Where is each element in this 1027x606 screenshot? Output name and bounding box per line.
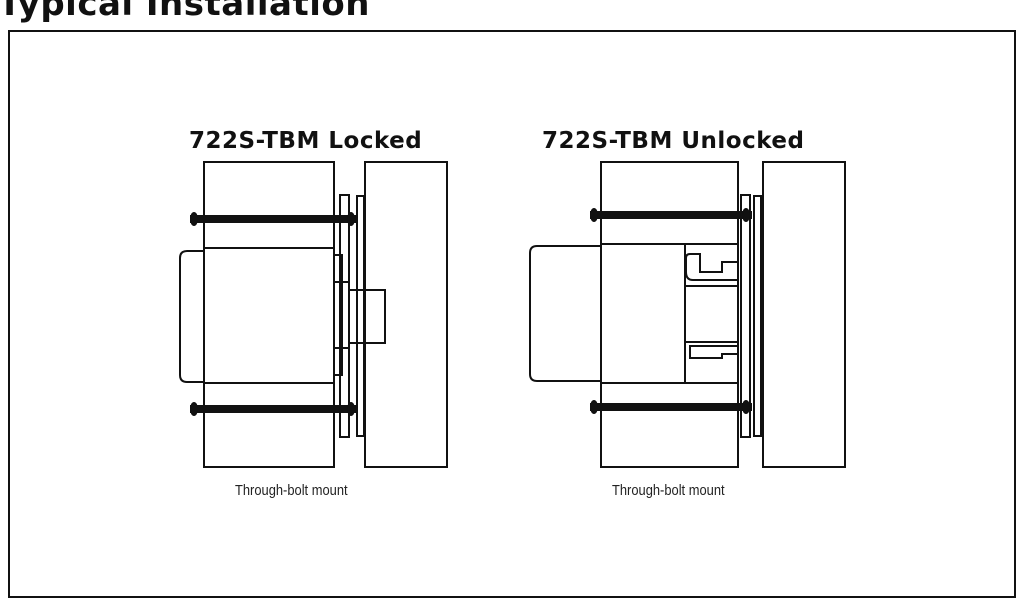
unlocked-latch-lower — [689, 345, 739, 359]
unlocked-retracted-bolt-slot — [684, 285, 739, 343]
locked-through-bolt-top — [190, 215, 356, 223]
unlocked-mounting-plate — [740, 194, 751, 438]
unlocked-caption: Through-bolt mount — [612, 482, 725, 499]
locked-strike-plate — [356, 195, 365, 437]
locked-handle-knob — [179, 250, 205, 383]
locked-caption: Through-bolt mount — [235, 482, 348, 499]
locked-bolt-housing — [333, 254, 343, 376]
locked-door-frame — [364, 161, 448, 468]
locked-lock-body — [203, 161, 335, 468]
locked-bolt-head-icon — [190, 212, 198, 226]
page-title: Typical Installation — [0, 0, 370, 24]
locked-bolt-head-icon — [347, 212, 355, 226]
unlocked-bolt-head-icon — [742, 208, 750, 222]
locked-bolt-head-icon — [347, 402, 355, 416]
locked-through-bolt-bottom — [190, 405, 356, 413]
unlocked-latch-upper — [685, 253, 739, 281]
installation-frame — [8, 30, 1016, 598]
unlocked-strike-plate — [753, 195, 762, 437]
unlocked-assembly — [529, 161, 846, 468]
unlocked-bolt-head-icon — [590, 208, 598, 222]
locked-drawing-title: 722S-TBM Locked — [189, 128, 423, 154]
locked-extended-bolt — [348, 289, 386, 344]
unlocked-through-bolt-top — [590, 211, 752, 219]
unlocked-bolt-head-icon — [590, 400, 598, 414]
unlocked-drawing-title: 722S-TBM Unlocked — [542, 128, 805, 154]
unlocked-door-frame — [762, 161, 846, 468]
unlocked-through-bolt-bottom — [590, 403, 752, 411]
unlocked-lock-body — [600, 161, 739, 468]
unlocked-bolt-head-icon — [742, 400, 750, 414]
unlocked-handle-knob — [529, 245, 602, 382]
locked-bolt-head-icon — [190, 402, 198, 416]
locked-assembly — [179, 161, 448, 468]
